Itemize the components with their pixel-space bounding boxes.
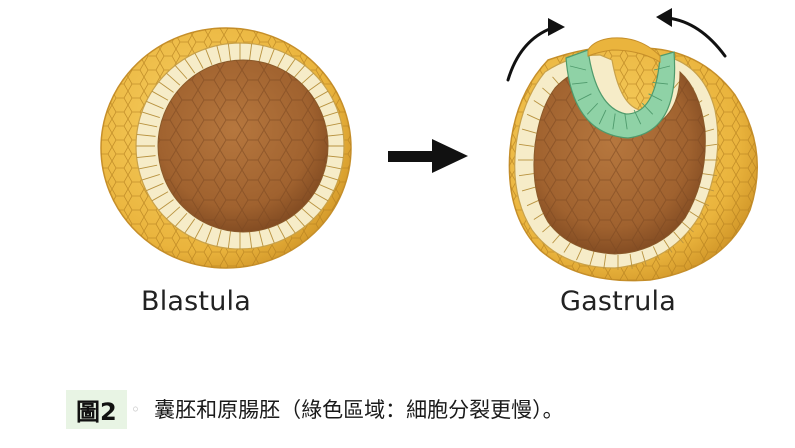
figure-number: 圖2 (66, 389, 127, 429)
blastula-label: Blastula (141, 286, 251, 317)
left-arrow-head (548, 18, 565, 36)
gastrula-diagram (506, 8, 758, 282)
left-curved-arrow (506, 26, 554, 82)
caption-separator: ◦ (130, 399, 141, 419)
right-curved-arrow (666, 16, 727, 58)
blastula-diagram (100, 27, 352, 269)
gastrulation-movement-arrows (506, 8, 727, 82)
figure-caption: 圖2 ◦ 囊胚和原腸胚（綠色區域：細胞分裂更慢）。 (66, 389, 564, 429)
gastrula-label: Gastrula (560, 286, 676, 317)
transition-arrow (388, 139, 468, 173)
right-arrow-head (656, 8, 672, 27)
caption-text: 囊胚和原腸胚（綠色區域：細胞分裂更慢）。 (154, 398, 564, 422)
gastrula-green-region (565, 49, 676, 139)
